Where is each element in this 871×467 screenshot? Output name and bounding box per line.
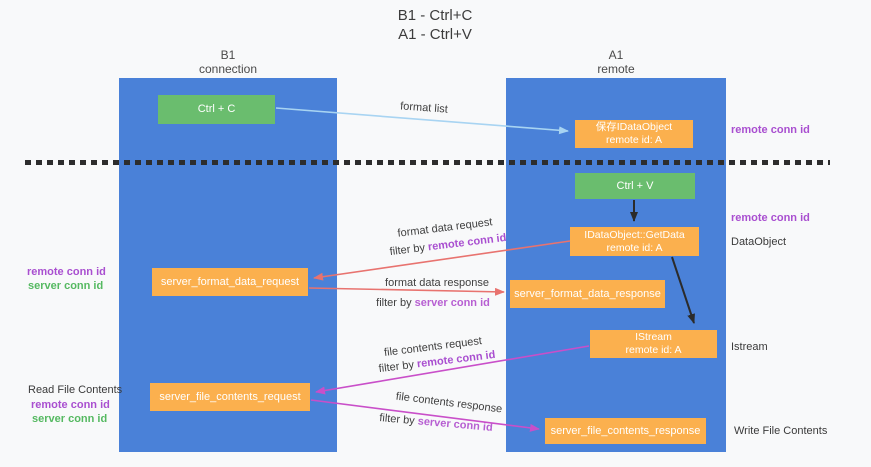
- read-file-contents-label: Read File Contents: [28, 384, 123, 396]
- format-list-label: format list: [399, 100, 449, 116]
- left-remote-conn-id-label-2: remote conn id: [31, 399, 110, 411]
- right-column-role: remote: [597, 62, 635, 76]
- left-server-conn-id-label-1: server conn id: [28, 280, 104, 292]
- write-file-contents-label: Write File Contents: [734, 425, 828, 437]
- filter-by-text: filter by: [378, 358, 415, 376]
- dataobject-label: DataObject: [731, 236, 787, 248]
- right-column-name: A1: [608, 48, 624, 62]
- ctrl-c-box: Ctrl + C: [158, 95, 275, 124]
- title-line-1: B1 - Ctrl+C: [397, 7, 473, 24]
- file-contents-response-label: file contents response: [395, 390, 503, 416]
- save-idataobject-line2: remote id: A: [605, 134, 663, 146]
- filter-by-server-conn-id-label-1: filter by server conn id: [376, 297, 490, 309]
- save-idataobject-line1: 保存IDataObject: [595, 121, 673, 133]
- istream-line2: remote id: A: [625, 344, 682, 356]
- idataobject-getdata-box: IDataObject::GetData remote id: A: [570, 227, 699, 256]
- getdata-line1: IDataObject::GetData: [584, 228, 685, 241]
- remote-conn-id-keyword: remote conn id: [427, 231, 507, 254]
- filter-by-text: filter by: [389, 241, 426, 259]
- server-conn-id-keyword: server conn id: [414, 297, 490, 309]
- filter-by-text: filter by: [376, 297, 412, 309]
- left-column-header: B1 connection: [119, 48, 337, 76]
- server-format-data-request-box: server_format_data_request: [152, 268, 308, 296]
- left-server-conn-id-label-2: server conn id: [32, 413, 108, 425]
- left-column-name: B1: [220, 48, 236, 62]
- filter-by-text: filter by: [378, 412, 416, 428]
- title-line-2: A1 - Ctrl+V: [398, 26, 472, 43]
- format-request-label: server_format_data_request: [160, 275, 300, 288]
- ctrl-v-box: Ctrl + V: [575, 173, 695, 199]
- server-format-data-response-box: server_format_data_response: [510, 280, 665, 308]
- getdata-line2: remote id: A: [606, 241, 663, 254]
- ctrl-c-label: Ctrl + C: [197, 103, 236, 115]
- istream-box: IStream remote id: A: [590, 330, 717, 358]
- ctrl-v-label: Ctrl + V: [616, 179, 654, 192]
- format-data-response-label: format data response: [385, 277, 489, 289]
- server-conn-id-keyword: server conn id: [417, 415, 494, 434]
- right-remote-conn-id-label-1: remote conn id: [731, 124, 810, 136]
- right-remote-conn-id-label-2: remote conn id: [731, 212, 810, 224]
- filter-by-server-conn-id-label-2: filter by server conn id: [379, 412, 493, 434]
- left-column-role: connection: [198, 62, 258, 76]
- left-remote-conn-id-label-1: remote conn id: [27, 266, 106, 278]
- right-column-header: A1 remote: [506, 48, 726, 76]
- diagram-title: B1 - Ctrl+C A1 - Ctrl+V: [335, 6, 535, 44]
- save-idataobject-box: 保存IDataObject remote id: A: [575, 120, 693, 148]
- format-response-label: server_format_data_response: [514, 287, 661, 300]
- phase-divider-dashed-line: [25, 160, 830, 165]
- file-request-label: server_file_contents_request: [159, 390, 301, 403]
- file-response-label: server_file_contents_response: [550, 424, 701, 437]
- istream-line1: IStream: [635, 331, 672, 343]
- istream-side-label: Istream: [731, 341, 768, 353]
- server-file-contents-response-box: server_file_contents_response: [545, 418, 706, 444]
- server-file-contents-request-box: server_file_contents_request: [150, 383, 310, 411]
